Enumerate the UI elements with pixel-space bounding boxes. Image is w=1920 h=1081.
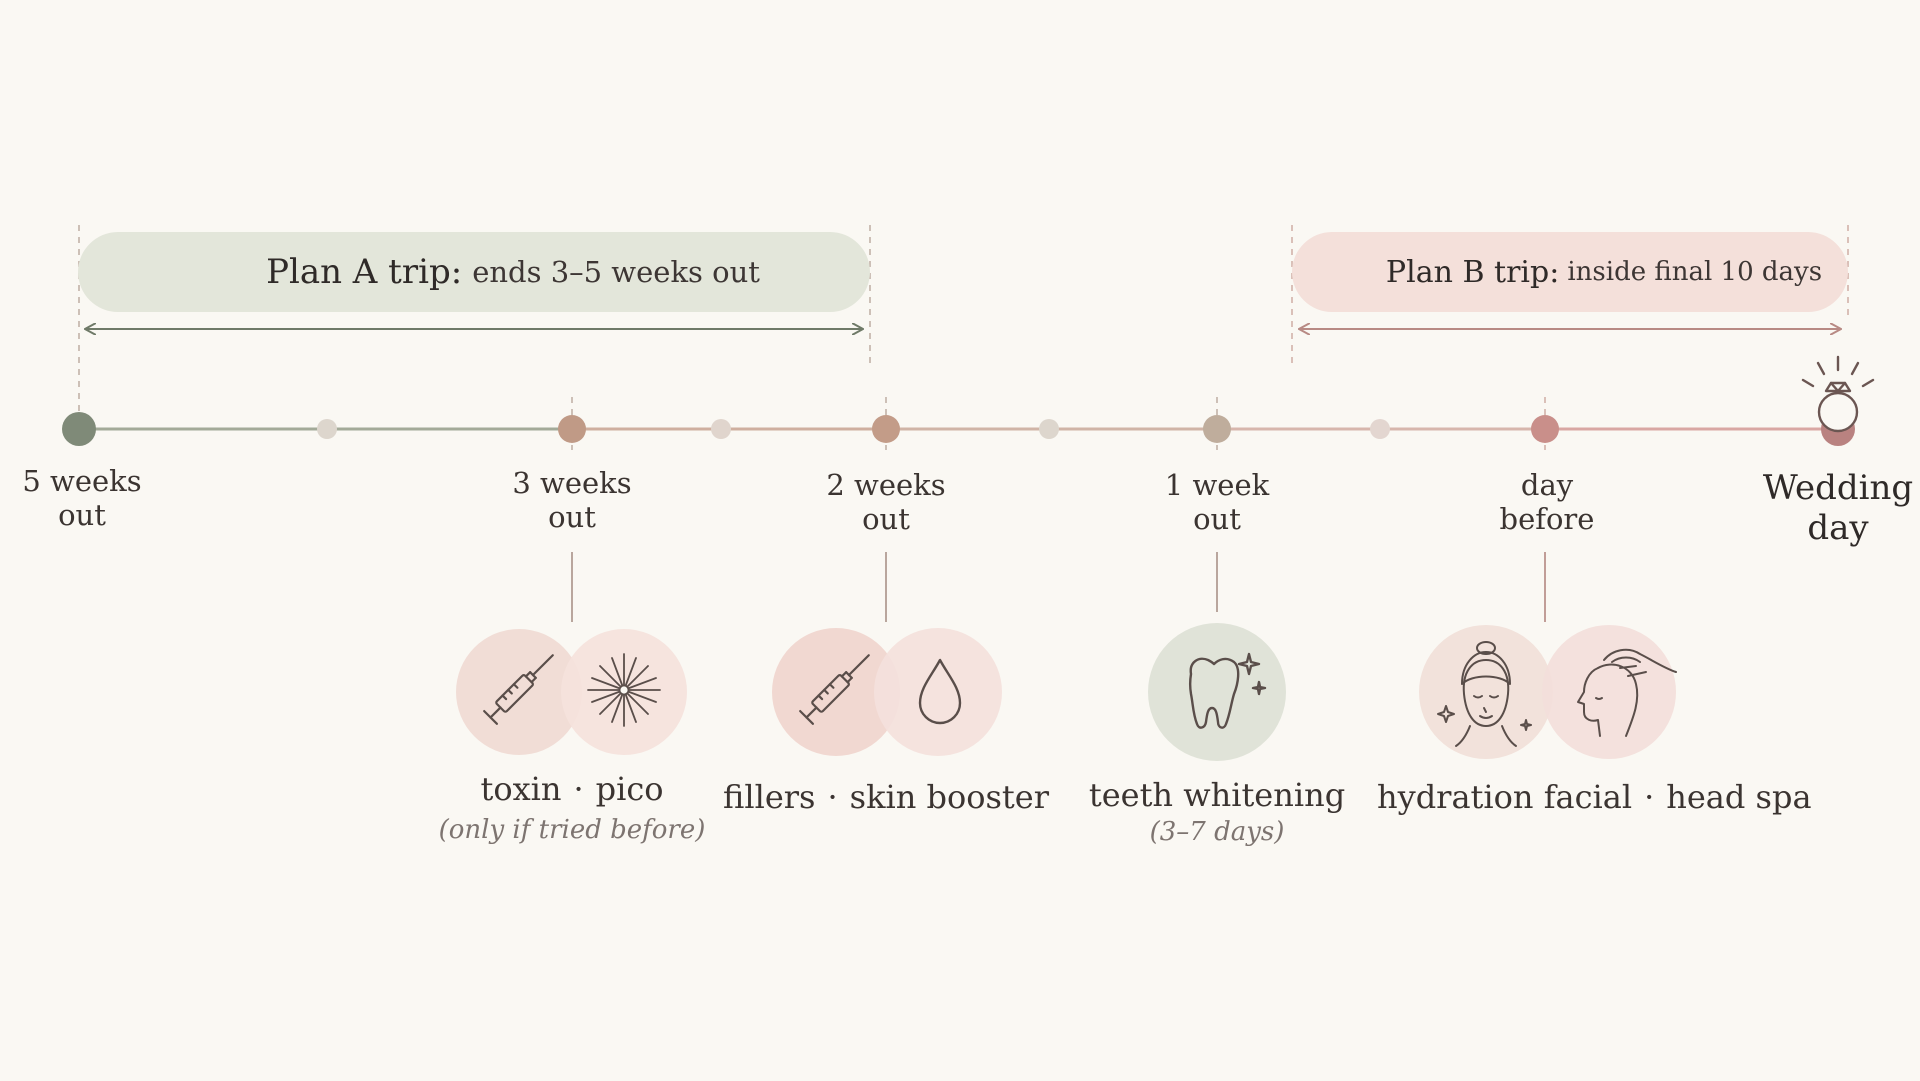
milestone-label-day-before: day before bbox=[1499, 468, 1595, 536]
treatment-circle-whitening bbox=[1148, 623, 1286, 761]
treatment-caption-fillers-skin-booster: fillers·skin booster bbox=[723, 778, 1049, 816]
minor-dot bbox=[1370, 419, 1390, 439]
head-massage-icon bbox=[1577, 648, 1677, 737]
treatment-caption-facial-head-spa: hydration facial·head spa bbox=[1377, 778, 1812, 816]
treatment-head-spa: head spa bbox=[1666, 778, 1812, 816]
treatment-toxin: toxin bbox=[480, 770, 562, 808]
plan-a-trip-pill: Plan A trip: ends 3–5 weeks out bbox=[78, 232, 870, 312]
milestone-label-2-weeks: 2 weeks out bbox=[826, 468, 946, 536]
plan-b-title: Plan B trip: bbox=[1385, 254, 1560, 290]
milestone-label-3-weeks: 3 weeks out bbox=[512, 466, 632, 534]
treatment-caption-teeth-whitening: teeth whitening bbox=[1088, 776, 1346, 814]
milestone-label-wedding-day: Wedding day bbox=[1762, 468, 1914, 548]
minor-dot bbox=[1039, 419, 1059, 439]
syringe-icon bbox=[483, 654, 554, 725]
diamond-ring-icon bbox=[1801, 355, 1875, 433]
plan-b-trip-pill: Plan B trip: inside final 10 days bbox=[1292, 232, 1848, 312]
treatment-note-toxin-pico: (only if tried before) bbox=[438, 815, 706, 845]
milestone-label-1-week: 1 week out bbox=[1164, 468, 1270, 536]
face-towel-icon bbox=[1437, 641, 1532, 747]
treatment-circle-skin-booster bbox=[874, 628, 1002, 756]
milestone-label-5-weeks: 5 weeks out bbox=[22, 464, 142, 532]
plan-a-title: Plan A trip: bbox=[266, 252, 463, 292]
treatment-note-teeth-whitening: (3–7 days) bbox=[1149, 817, 1285, 847]
treatment-skin-booster: skin booster bbox=[849, 778, 1049, 816]
syringe-icon bbox=[799, 654, 870, 725]
treatment-circle-head-spa bbox=[1542, 625, 1676, 759]
droplet-icon bbox=[918, 658, 962, 725]
treatment-circle-toxin bbox=[456, 629, 582, 755]
treatment-pico: pico bbox=[595, 770, 664, 808]
milestone-dot-2-weeks bbox=[872, 415, 900, 443]
plan-a-detail: ends 3–5 weeks out bbox=[472, 255, 760, 289]
laser-sparkle-icon bbox=[587, 653, 661, 727]
treatment-fillers: fillers bbox=[723, 778, 816, 816]
minor-dot bbox=[711, 419, 731, 439]
treatment-caption-toxin-pico: toxin·pico bbox=[480, 770, 664, 808]
milestone-dot-3-weeks bbox=[558, 415, 586, 443]
milestone-dot-5-weeks bbox=[62, 412, 96, 446]
milestone-dot-day-before bbox=[1531, 415, 1559, 443]
plan-b-detail: inside final 10 days bbox=[1567, 257, 1823, 287]
treatment-hydration-facial: hydration facial bbox=[1377, 778, 1633, 816]
sparkling-tooth-icon bbox=[1189, 652, 1267, 729]
treatment-circle-facial bbox=[1419, 625, 1553, 759]
milestone-dot-1-week bbox=[1203, 415, 1231, 443]
treatment-circle-fillers bbox=[772, 628, 900, 756]
minor-dot bbox=[317, 419, 337, 439]
